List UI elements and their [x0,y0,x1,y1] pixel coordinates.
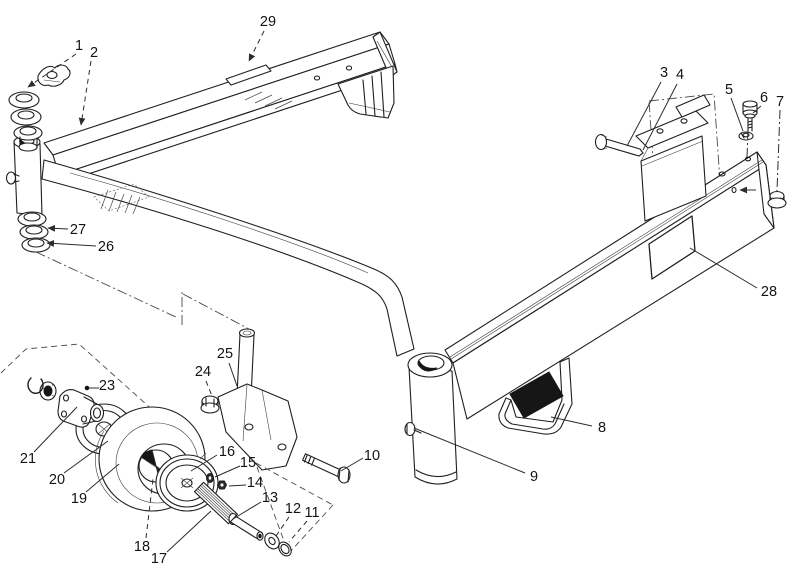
fork-bolt-10 [302,453,351,484]
plate-29 [225,64,272,86]
leader-25 [228,362,238,387]
callout-13: 13 [262,490,278,506]
hitch-bracket-4 [635,94,711,222]
tube-bolt [5,171,17,185]
callout-1: 1 [75,38,83,54]
leader-27 [47,224,69,232]
leader-2 [78,60,92,126]
leader-12 [275,516,290,537]
callout-28: 28 [761,284,777,300]
assembly-centre-lines [0,251,334,554]
foot-step [498,357,573,435]
callout-23: 23 [99,378,115,394]
callout-29: 29 [260,14,276,30]
leader-10 [340,457,364,472]
callout-25: 25 [217,346,233,362]
flange-nut-7 [767,190,787,209]
washer-12 [264,532,280,550]
callout-8: 8 [598,420,606,436]
spindle-nut-24 [200,395,220,414]
callout-20: 20 [49,472,65,488]
leader-6 [752,105,762,114]
left-bent-rail [41,159,415,357]
callout-9: 9 [530,469,538,485]
leader-13 [232,501,262,520]
upper-bushing-stack [8,91,43,152]
hitch-pin-3 [594,133,644,157]
callout-14: 14 [247,475,263,491]
callout-24: 24 [195,364,211,380]
leader-16 [190,454,218,472]
leader-4 [642,83,678,151]
leader-1 [27,53,77,88]
callout-26: 26 [98,239,114,255]
leader-14 [228,484,247,487]
hitch-clip-part [37,64,71,87]
leader-9 [413,427,526,474]
callout-leader-lines [27,30,781,553]
caster-fork-assembly [200,328,298,471]
leader-20 [63,440,109,474]
callout-15: 15 [240,455,256,471]
left-corner-swivel-tube [5,135,43,217]
leader-18 [145,478,154,539]
callout-21: 21 [20,451,36,467]
rail-hatch-patch [93,183,150,215]
leader-3 [626,81,662,147]
snap-ring [27,377,44,394]
step-pad [509,371,564,419]
callout-27: 27 [70,222,86,238]
callout-16: 16 [219,444,235,460]
leader-7 [776,109,781,192]
callout-6: 6 [760,90,768,106]
ring-11 [278,541,292,557]
right-main-beam [444,151,775,420]
callout-12: 12 [285,501,301,517]
callout-10: 10 [364,448,380,464]
hub-21 [57,385,105,428]
leader-28 [689,247,758,289]
shading-hatch [244,91,293,110]
lock-washer-5 [738,131,754,141]
leader-24 [205,380,213,397]
leader-19 [85,463,120,493]
center-caster-tube [404,352,458,485]
leader-26 [46,240,97,247]
gusset-bracket [337,65,395,119]
leader-17 [166,510,212,553]
callout-17: 17 [151,551,167,567]
leader-11 [288,520,308,543]
callout-7: 7 [776,94,784,110]
bolt-6 [742,100,758,132]
callout-3: 3 [660,65,668,81]
bolt-axis-line [746,130,749,158]
leader-8 [550,416,593,427]
fork-bracket [217,383,298,471]
callout-19: 19 [71,491,87,507]
lower-bushings-26-27 [17,211,51,253]
leader-15 [214,465,241,478]
leader-5 [730,97,744,132]
axle-shaft-13-17 [193,481,264,541]
callout-4: 4 [676,67,684,83]
leader-29 [248,30,265,62]
callout-11: 11 [304,505,319,521]
callout-18: 18 [134,539,150,555]
rear-channel-rail [43,31,398,184]
nut-14 [216,480,228,490]
callout-5: 5 [725,82,733,98]
leader-21 [33,406,78,453]
callout-2: 2 [90,45,98,61]
wheel-assembly [27,377,219,512]
washer-15 [206,473,214,483]
